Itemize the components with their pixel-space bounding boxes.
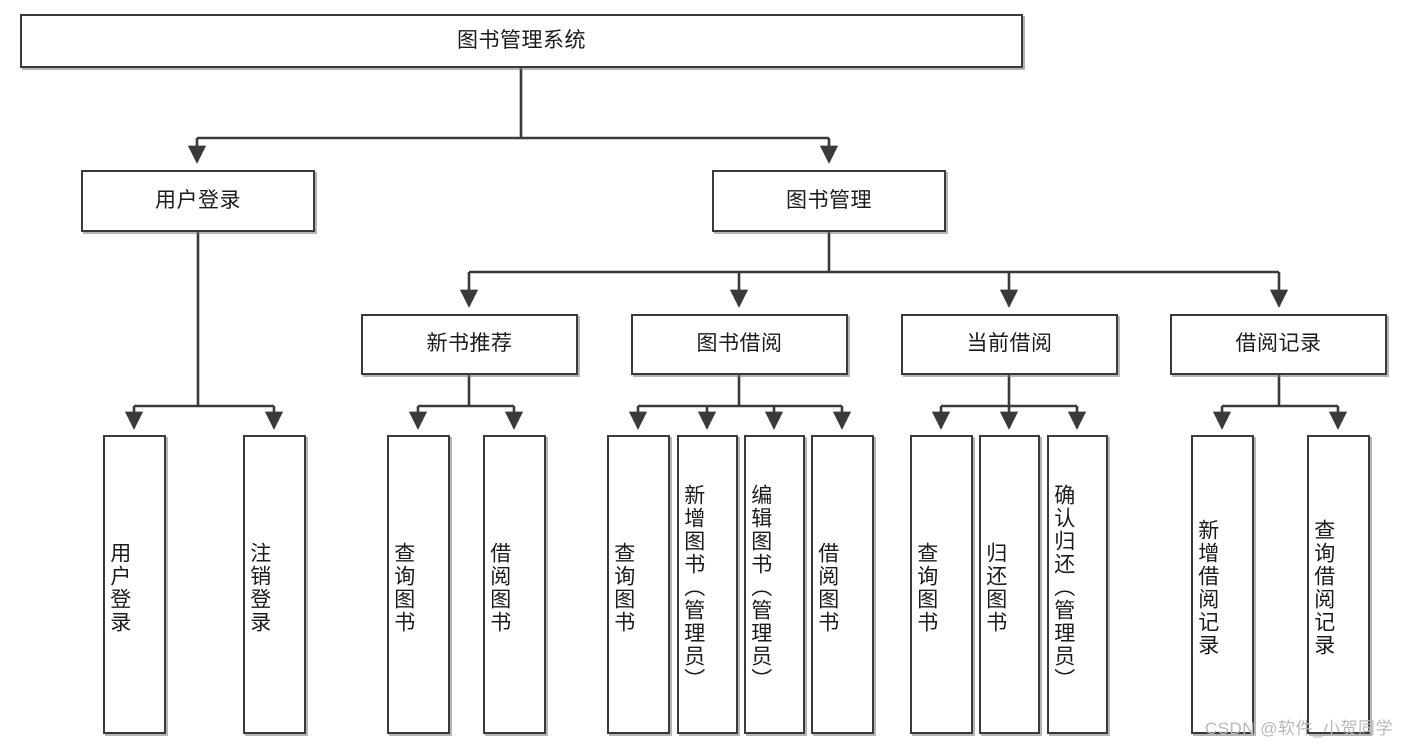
leaf-borrow-book[interactable]: 借阅图书 [811, 435, 874, 734]
node-label: 用户登录 [155, 188, 241, 212]
node-label: 借阅图书 [815, 541, 839, 634]
leaf-return-book[interactable]: 归还图书 [979, 435, 1040, 734]
leaf-query-book-new[interactable]: 查询图书 [387, 435, 450, 734]
leaf-user-login[interactable]: 用户登录 [103, 435, 166, 734]
leaf-query-book-borrow[interactable]: 查询图书 [607, 435, 670, 734]
node-label: 图书管理 [786, 188, 872, 212]
node-label: 查询借阅记录 [1311, 518, 1335, 657]
node-label: 当前借阅 [966, 332, 1053, 356]
node-label: 归还图书 [983, 541, 1007, 634]
node-label: 查询图书 [914, 541, 938, 634]
leaf-add-borrow-record[interactable]: 新增借阅记录 [1191, 435, 1254, 734]
node-label: 查询图书 [391, 541, 415, 634]
node-root-system[interactable]: 图书管理系统 [20, 14, 1023, 68]
node-label: 图书管理系统 [457, 28, 586, 52]
node-label: 新增图书（管理员） [681, 484, 705, 691]
node-label: 借阅记录 [1235, 332, 1322, 356]
node-label: 用户登录 [107, 541, 131, 634]
leaf-add-book-admin[interactable]: 新增图书（管理员） [677, 435, 738, 734]
node-label: 确认归还（管理员） [1051, 484, 1075, 691]
node-label: 借阅图书 [487, 541, 511, 634]
node-current-borrow[interactable]: 当前借阅 [901, 314, 1118, 375]
leaf-query-borrow-record[interactable]: 查询借阅记录 [1307, 435, 1370, 734]
node-new-book-recommend[interactable]: 新书推荐 [361, 314, 578, 375]
node-label: 注销登录 [247, 541, 271, 634]
leaf-confirm-return-admin[interactable]: 确认归还（管理员） [1047, 435, 1108, 734]
leaf-edit-book-admin[interactable]: 编辑图书（管理员） [744, 435, 805, 734]
node-label: 新书推荐 [426, 332, 513, 356]
node-borrow-record[interactable]: 借阅记录 [1170, 314, 1387, 375]
node-user-login[interactable]: 用户登录 [81, 170, 315, 232]
node-book-borrow[interactable]: 图书借阅 [631, 314, 848, 375]
node-label: 编辑图书（管理员） [748, 484, 772, 691]
leaf-borrow-book-new[interactable]: 借阅图书 [483, 435, 546, 734]
leaf-logout[interactable]: 注销登录 [243, 435, 306, 734]
node-book-management[interactable]: 图书管理 [712, 170, 946, 232]
watermark-credit: CSDN @软件_小贺同学 [1204, 719, 1393, 738]
node-label: 新增借阅记录 [1195, 518, 1219, 657]
leaf-query-book-current[interactable]: 查询图书 [910, 435, 973, 734]
node-label: 查询图书 [611, 541, 635, 634]
node-label: 图书借阅 [696, 332, 783, 356]
